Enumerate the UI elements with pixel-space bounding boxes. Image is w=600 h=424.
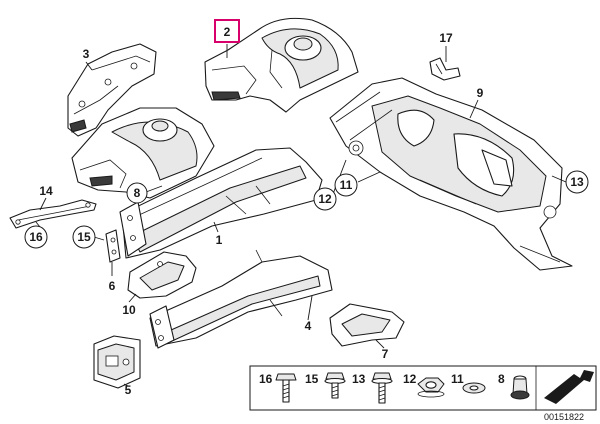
bracket-part-7 <box>329 303 405 347</box>
callout-4: 4 <box>305 319 312 333</box>
brace-part-14 <box>9 199 97 229</box>
washer-icon <box>462 382 486 394</box>
callout-11-circle <box>334 173 358 197</box>
clip-part-17 <box>429 57 461 81</box>
callout-2-highlight-box <box>214 19 240 43</box>
bracket-part-15 <box>105 229 121 263</box>
callout-2: 2 <box>224 25 231 39</box>
callout-11: 11 <box>340 178 353 192</box>
front-carrier-part-9 <box>329 77 573 271</box>
callout-9: 9 <box>477 86 484 100</box>
svg-text:13: 13 <box>352 372 366 386</box>
stud-bolt-icon <box>371 372 393 404</box>
reinforcement-part-10 <box>127 251 197 299</box>
callout-8-circle <box>126 182 148 204</box>
callout-3: 3 <box>83 47 90 61</box>
callout-5: 5 <box>125 383 132 397</box>
callout-6: 6 <box>109 279 116 293</box>
hex-bolt-icon <box>275 373 297 403</box>
callout-13-circle <box>565 170 589 194</box>
svg-text:15: 15 <box>305 372 319 386</box>
hex-nut-icon <box>417 377 445 398</box>
legend-item-8: 8 <box>498 372 530 400</box>
callout-15-circle <box>72 225 96 249</box>
legend-item-13: 13 <box>352 372 393 404</box>
flange-bolt-icon <box>324 372 346 399</box>
svg-text:11: 11 <box>451 372 464 386</box>
callout-14: 14 <box>39 184 53 198</box>
svg-text:8: 8 <box>498 372 505 386</box>
callout-7: 7 <box>382 347 389 361</box>
svg-text:16: 16 <box>259 372 273 386</box>
callout-1: 1 <box>216 233 223 247</box>
callout-16-circle <box>24 225 48 249</box>
legend-item-11: 11 <box>451 372 486 394</box>
legend-item-16: 16 <box>259 372 297 403</box>
wheel-arch-part-2 <box>204 17 359 113</box>
diagram-reference-number: 00151822 <box>544 412 584 422</box>
fastener-legend: 16 15 13 <box>249 365 597 411</box>
callout-17: 17 <box>439 31 453 45</box>
callout-12-circle <box>313 187 337 211</box>
callout-13: 13 <box>570 175 584 189</box>
callout-8: 8 <box>134 186 141 200</box>
wheel-arch-left <box>71 107 215 199</box>
callout-16: 16 <box>29 230 43 244</box>
forward-arrow-icon <box>544 370 594 404</box>
svg-text:12: 12 <box>403 372 417 386</box>
callout-15: 15 <box>77 230 91 244</box>
rubber-grommet-icon <box>510 375 530 400</box>
callouts: 2 3 17 9 8 14 16 15 1 11 12 13 6 10 4 7 … <box>24 19 589 397</box>
longitudinal-member-part-4 <box>149 249 333 349</box>
legend-item-12: 12 <box>403 372 445 398</box>
longitudinal-member-part-1 <box>119 147 323 259</box>
callout-12: 12 <box>318 192 332 206</box>
mount-part-5 <box>93 335 141 389</box>
callout-10: 10 <box>122 303 136 317</box>
legend-item-15: 15 <box>305 372 346 399</box>
